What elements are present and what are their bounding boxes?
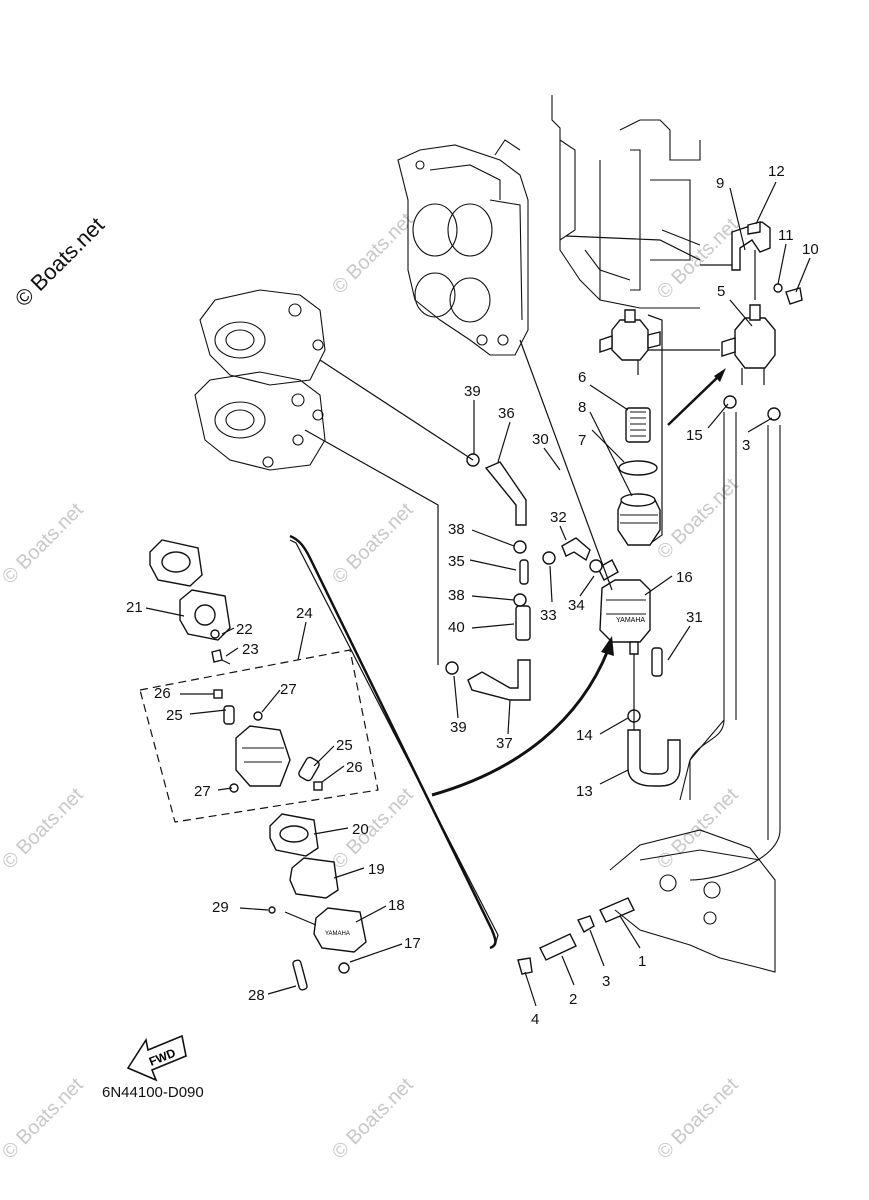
callout-14: 14 xyxy=(576,727,593,744)
callout-39b: 39 xyxy=(450,719,467,736)
callout-numbers: 1 2 3 3 4 5 6 7 8 9 10 11 12 13 14 15 16… xyxy=(126,163,819,1028)
fuel-filter-assembly xyxy=(721,221,803,385)
carburetor-illustration xyxy=(194,289,326,471)
callout-18: 18 xyxy=(388,897,405,914)
callout-27b: 27 xyxy=(194,783,211,800)
watermark-tile: © Boats.net xyxy=(0,499,88,589)
callout-22: 22 xyxy=(236,621,253,638)
callout-21: 21 xyxy=(126,599,143,616)
callout-2: 2 xyxy=(569,991,577,1008)
flow-arrows xyxy=(431,368,726,797)
callout-38b: 38 xyxy=(448,587,465,604)
callout-12: 12 xyxy=(768,163,785,180)
callout-30: 30 xyxy=(532,431,549,448)
callout-4: 4 xyxy=(531,1011,539,1028)
watermark-main: © Boats.net xyxy=(10,212,109,311)
watermark-tile: © Boats.net xyxy=(328,1074,418,1164)
callout-36: 36 xyxy=(498,405,515,422)
callout-19: 19 xyxy=(368,861,385,878)
callout-40: 40 xyxy=(448,619,465,636)
callout-32: 32 xyxy=(550,509,567,526)
watermark-tile: © Boats.net xyxy=(653,784,743,874)
callout-17: 17 xyxy=(404,935,421,952)
callout-37: 37 xyxy=(496,735,513,752)
diagram-code: 6N44100-D090 xyxy=(102,1084,204,1101)
callout-16: 16 xyxy=(676,569,693,586)
callout-35: 35 xyxy=(448,553,465,570)
callout-leaders xyxy=(145,181,811,1007)
callout-13: 13 xyxy=(576,783,593,800)
callout-24: 24 xyxy=(296,605,313,622)
callout-39: 39 xyxy=(464,383,481,400)
callout-25b: 25 xyxy=(336,737,353,754)
watermark-tile: © Boats.net xyxy=(0,784,88,874)
callout-29: 29 xyxy=(212,899,229,916)
engine-block-illustration xyxy=(551,95,701,309)
fuel-pump-main: YAMAHA xyxy=(597,559,651,655)
fuel-filter-exploded xyxy=(599,309,663,546)
callout-8: 8 xyxy=(578,399,586,416)
callout-11: 11 xyxy=(778,227,794,244)
callout-38: 38 xyxy=(448,521,465,538)
callout-1: 1 xyxy=(638,953,646,970)
callout-20: 20 xyxy=(352,821,369,838)
callout-7: 7 xyxy=(578,432,586,449)
callout-34: 34 xyxy=(568,597,585,614)
watermark-tile: © Boats.net xyxy=(328,499,418,589)
callout-28: 28 xyxy=(248,987,265,1004)
cover-brand-label: YAMAHA xyxy=(325,931,350,937)
watermark-tile: © Boats.net xyxy=(328,209,418,299)
watermark-tile: © Boats.net xyxy=(653,1074,743,1164)
callout-15: 15 xyxy=(686,427,703,444)
callout-23: 23 xyxy=(242,641,259,658)
watermark-tile: © Boats.net xyxy=(0,1074,88,1164)
group-bracket xyxy=(289,534,497,950)
callout-31: 31 xyxy=(686,609,703,626)
callout-10: 10 xyxy=(802,241,819,258)
callout-3: 3 xyxy=(602,973,610,990)
callout-26b: 26 xyxy=(346,759,363,776)
callout-9: 9 xyxy=(716,175,724,192)
callout-6: 6 xyxy=(578,369,586,386)
fuel-hoses xyxy=(467,412,781,881)
fuel-pump-exploded: YAMAHA xyxy=(139,539,379,991)
callout-5: 5 xyxy=(717,283,725,300)
callout-26: 26 xyxy=(154,685,171,702)
lower-connectors xyxy=(517,829,776,975)
watermark-tile: © Boats.net xyxy=(653,474,743,564)
hose-clamps xyxy=(445,395,781,723)
pump-brand-label: YAMAHA xyxy=(616,617,645,624)
callout-27: 27 xyxy=(280,681,297,698)
callout-25: 25 xyxy=(166,707,183,724)
callout-3b: 3 xyxy=(742,437,750,454)
cylinder-head-illustration xyxy=(397,139,529,356)
forward-arrow-icon: FWD xyxy=(126,1034,187,1082)
callout-33: 33 xyxy=(540,607,557,624)
